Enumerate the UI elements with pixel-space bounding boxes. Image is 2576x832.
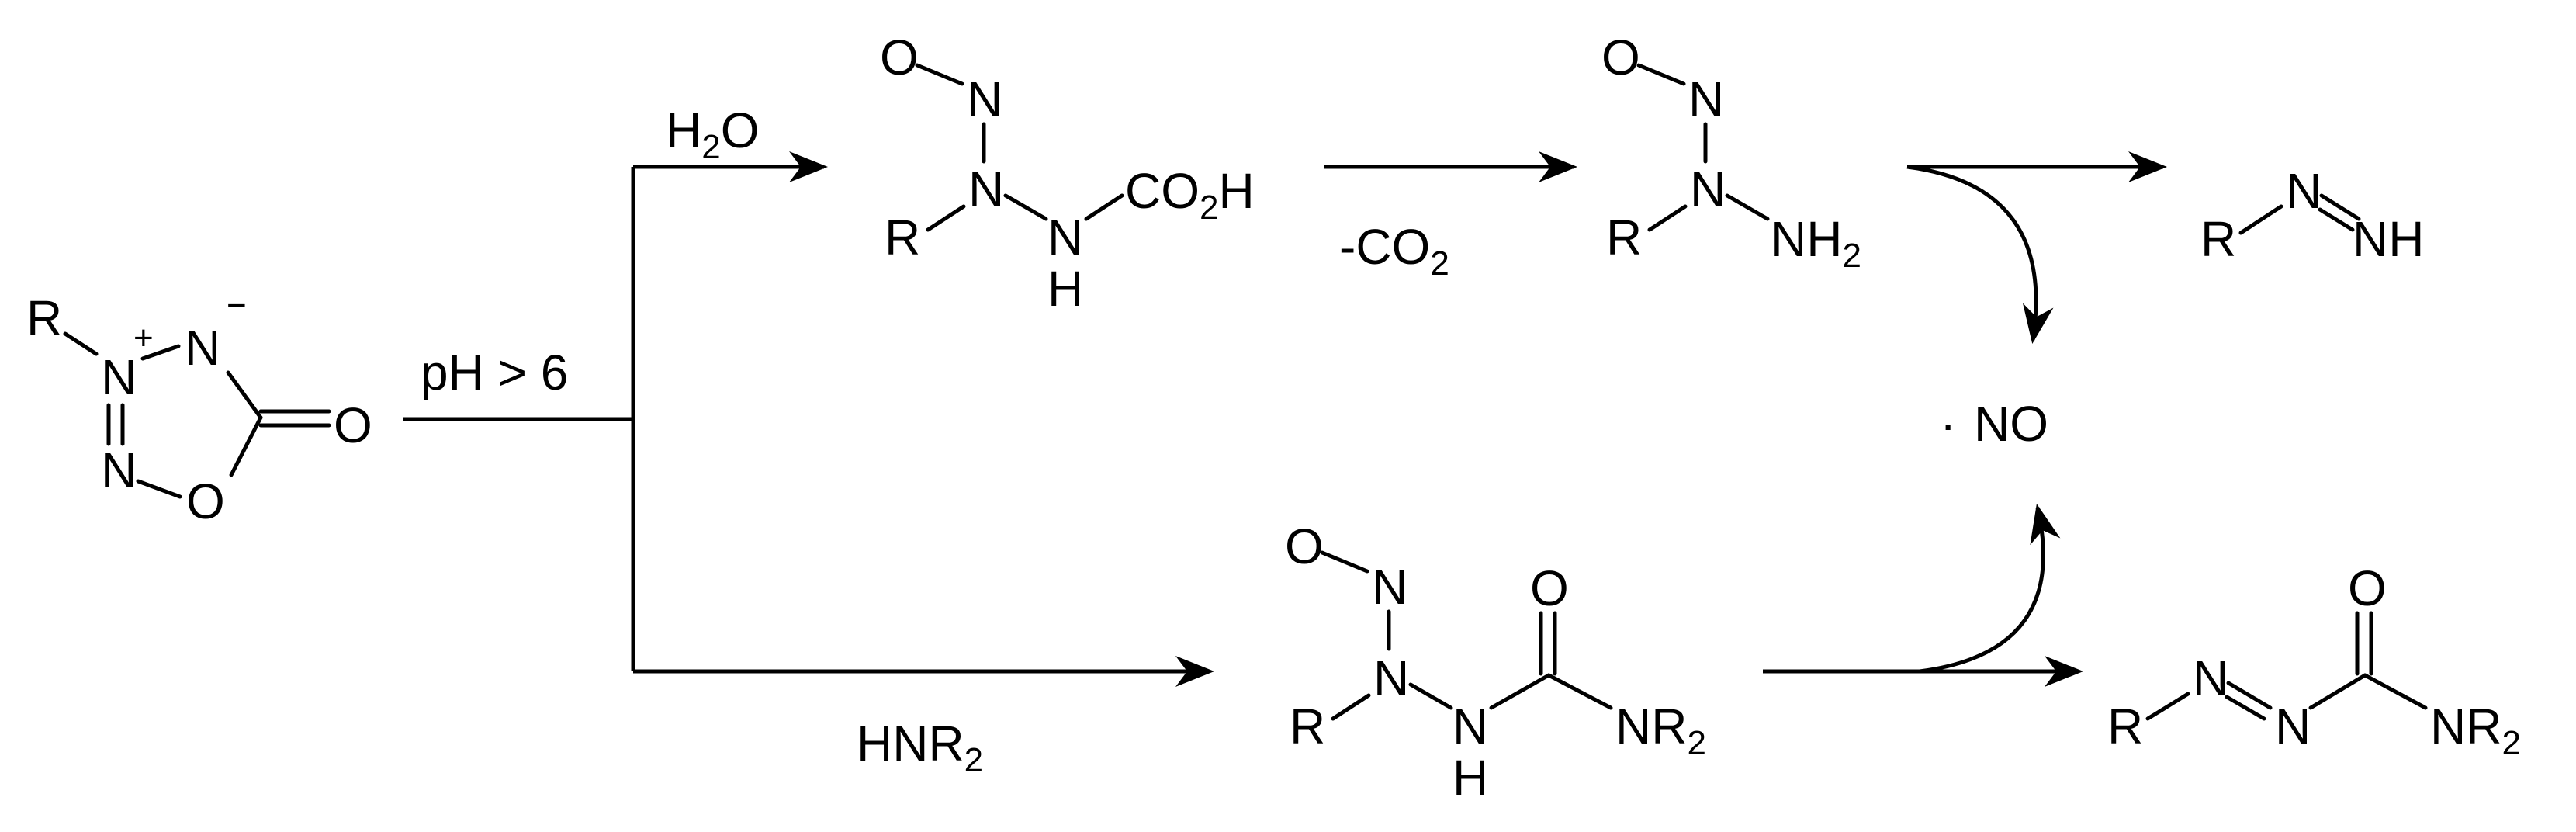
atom-n1: N xyxy=(2286,163,2322,219)
atom-o-nitroso: O xyxy=(880,29,919,85)
bond-n-n-a xyxy=(2319,193,2361,221)
bond-o-n xyxy=(1636,63,1686,86)
atom-n-alpha: N xyxy=(1690,161,1726,217)
bond-r-n xyxy=(1331,693,1371,721)
atom-r: R xyxy=(26,290,62,346)
atom-o-carbonyl: O xyxy=(2348,560,2387,616)
group-nh: NH xyxy=(2353,211,2424,267)
radical-dot: · xyxy=(1940,396,1956,452)
atom-n-nitroso: N xyxy=(1688,71,1724,127)
atom-r: R xyxy=(2107,699,2143,754)
nitric-oxide: · NO xyxy=(1940,396,2048,452)
bond-r-n xyxy=(2145,692,2190,721)
atom-o-carbonyl: O xyxy=(1530,560,1569,616)
atom-n-nitroso: N xyxy=(967,71,1002,127)
atom-n-alpha: N xyxy=(1373,650,1409,706)
bond-r-n xyxy=(1647,204,1688,232)
bond-r-n xyxy=(63,331,99,356)
group-nh2: NH2 xyxy=(1771,211,1861,275)
atom-n-nitroso: N xyxy=(1372,559,1407,615)
bond-o-n xyxy=(915,63,964,86)
charge-plus: + xyxy=(133,319,154,357)
atom-nh: N xyxy=(1452,699,1488,754)
bond-n-n-b xyxy=(2318,207,2355,232)
atom-n2: N xyxy=(2275,699,2311,754)
bond-n-n-a xyxy=(2226,681,2273,710)
bond-r-n xyxy=(926,204,966,232)
nitroso-hydrazine: O N N R NH2 xyxy=(1601,29,1861,275)
bond-c-nr2 xyxy=(1546,673,1613,710)
bond-n-nh xyxy=(1003,193,1048,221)
bond-c-nr2 xyxy=(2363,673,2428,710)
atom-exo-o: O xyxy=(334,397,372,453)
bond-n-c xyxy=(2308,673,2367,710)
group-nr2: NR2 xyxy=(2430,699,2521,762)
atom-o-nitroso: O xyxy=(1601,29,1640,85)
condition-ph: pH > 6 xyxy=(421,345,568,400)
atom-h: H xyxy=(1452,750,1488,806)
group-nr2: NR2 xyxy=(1615,699,1706,762)
atom-n2: N xyxy=(101,442,137,498)
nitroso-semicarbazide: O N N R N H O NR2 xyxy=(1285,518,1706,806)
diazene: R N NH xyxy=(2200,163,2424,267)
atom-r: R xyxy=(1606,210,1642,265)
reaction-arrows xyxy=(403,151,2167,687)
bond-n4-c5 xyxy=(226,370,263,420)
bond-n2-o1 xyxy=(136,479,182,499)
atom-n4: N xyxy=(185,320,220,376)
reagent-decarboxylation: -CO2 xyxy=(1339,219,1449,283)
bond-o-n xyxy=(1320,550,1369,574)
bond-n-nh2 xyxy=(1725,193,1770,221)
azo-carboxamide: R N N O NR2 xyxy=(2107,560,2521,762)
atom-n-alpha: N xyxy=(968,161,1004,217)
group-no: NO xyxy=(1974,396,2048,452)
atom-nh: N xyxy=(1047,210,1083,265)
bond-nh-c xyxy=(1084,193,1124,221)
atom-n1: N xyxy=(2193,650,2228,706)
nitroso-carbamic-acid: O N N R N H CO2H xyxy=(880,29,1255,317)
bond-n-n-b xyxy=(2225,695,2266,721)
atom-r: R xyxy=(2200,211,2236,267)
group-co2h: CO2H xyxy=(1125,163,1255,227)
bond-n3-n4 xyxy=(140,344,181,361)
charge-minus: − xyxy=(227,286,247,324)
bond-n-nh xyxy=(1408,682,1453,710)
bond-r-n xyxy=(2238,204,2283,235)
atom-r: R xyxy=(1290,699,1325,754)
arrow-no-release-bottom xyxy=(1919,504,2061,674)
atom-r: R xyxy=(885,210,920,265)
atom-o1: O xyxy=(186,473,225,529)
atom-h: H xyxy=(1047,261,1083,317)
bond-nh-c xyxy=(1489,673,1551,710)
atom-o-nitroso: O xyxy=(1285,518,1324,574)
arrow-no-release-top xyxy=(1906,165,2054,344)
starting-oxatriazolium: R N + N − N O O xyxy=(26,286,372,529)
atom-n3: N xyxy=(101,349,137,405)
reagent-amine: HNR2 xyxy=(857,716,983,779)
bond-c5-o1 xyxy=(229,415,263,477)
reagent-water: H2O xyxy=(666,102,759,166)
